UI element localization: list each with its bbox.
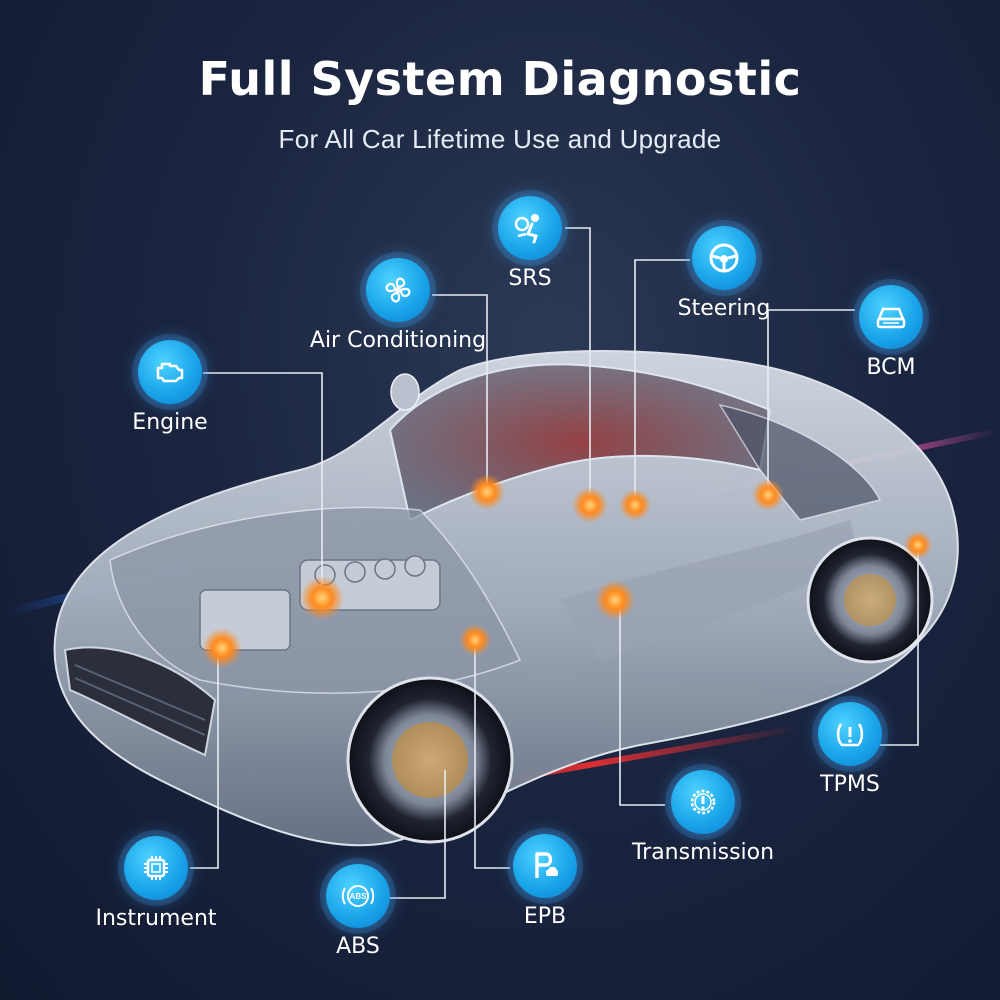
fan-icon	[366, 258, 430, 322]
page-title: Full System Diagnostic	[198, 52, 802, 106]
feature-abs: ABS ABS	[318, 864, 398, 959]
feature-tpms: TPMS	[800, 702, 900, 797]
feature-label: Instrument	[95, 906, 217, 931]
parking-brake-icon	[513, 834, 577, 898]
feature-bcm: BCM	[846, 285, 936, 380]
abs-icon-text: ABS	[350, 892, 368, 901]
feature-epb: EPB	[505, 834, 585, 929]
feature-label: Transmission	[631, 840, 775, 865]
airbag-person-icon	[498, 196, 562, 260]
feature-transmission: Transmission	[618, 770, 788, 865]
tire-pressure-icon	[818, 702, 882, 766]
feature-air-conditioning: Air Conditioning	[296, 258, 500, 353]
feature-label: BCM	[866, 355, 916, 380]
abs-icon: ABS	[326, 864, 390, 928]
gear-warning-icon	[671, 770, 735, 834]
feature-label: TPMS	[820, 772, 880, 797]
car-body-icon	[859, 285, 923, 349]
feature-srs: SRS	[490, 196, 570, 291]
feature-instrument: Instrument	[84, 836, 228, 931]
engine-check-icon	[138, 340, 202, 404]
hotspots	[202, 474, 932, 668]
feature-label: Engine	[132, 410, 208, 435]
page-subtitle: For All Car Lifetime Use and Upgrade	[278, 124, 722, 154]
steering-wheel-icon	[692, 226, 756, 290]
feature-steering: Steering	[662, 226, 786, 321]
chip-icon	[124, 836, 188, 900]
feature-label: SRS	[508, 266, 552, 291]
feature-label: Steering	[677, 296, 771, 321]
feature-label: ABS	[336, 934, 380, 959]
feature-label: EPB	[523, 904, 567, 929]
feature-label: Air Conditioning	[309, 328, 487, 353]
feature-engine: Engine	[120, 340, 220, 435]
